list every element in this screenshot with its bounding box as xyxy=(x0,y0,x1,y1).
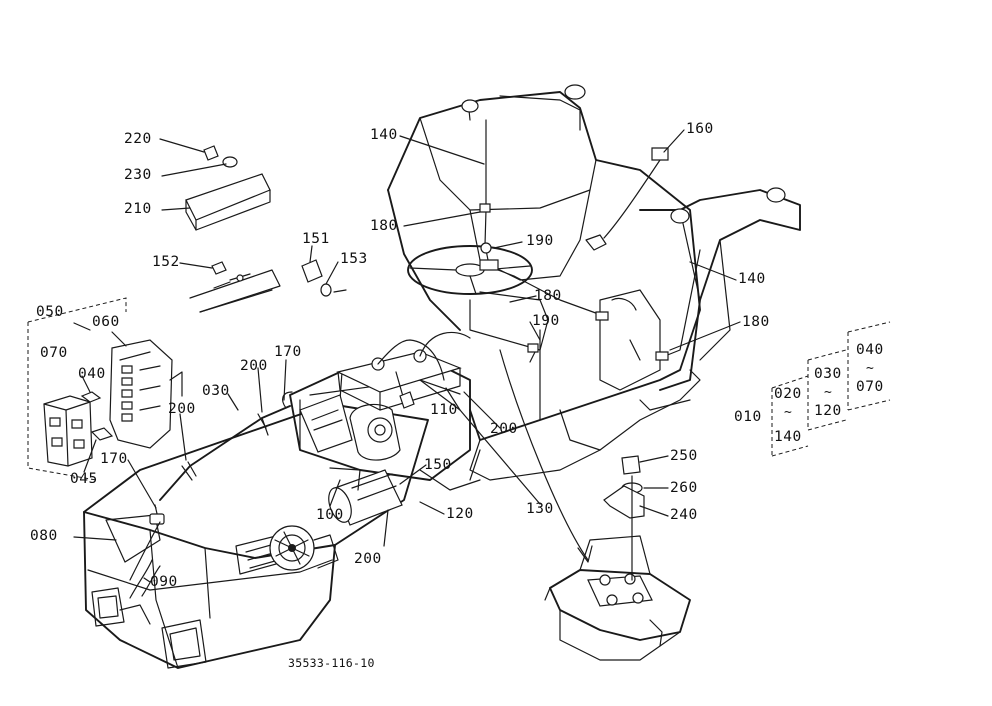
label-070-b: 070 xyxy=(856,379,884,395)
label-153: 153 xyxy=(340,251,368,267)
label-180-b: 180 xyxy=(534,288,562,304)
label-110: 110 xyxy=(430,402,458,418)
label-060: 060 xyxy=(92,314,120,330)
hood-assembly xyxy=(84,404,428,668)
label-260: 260 xyxy=(670,480,698,496)
label-240: 240 xyxy=(670,507,698,523)
label-170-b: 170 xyxy=(100,451,128,467)
label-170-a: 170 xyxy=(274,344,302,360)
harness-clips xyxy=(480,120,700,362)
label-020: 020 xyxy=(774,386,802,402)
label-030: 030 xyxy=(202,383,230,399)
battery xyxy=(338,332,470,410)
range-brackets xyxy=(772,322,890,456)
label-120-b: 120 xyxy=(814,403,842,419)
leader-lines xyxy=(74,130,740,582)
rear-axle xyxy=(545,536,690,660)
label-190-a: 190 xyxy=(526,233,554,249)
wiring-harness xyxy=(130,392,292,580)
label-200-a: 200 xyxy=(240,358,268,374)
label-210: 210 xyxy=(124,201,152,217)
label-140-b: 140 xyxy=(738,271,766,287)
connectors xyxy=(44,340,182,466)
label-120: 120 xyxy=(446,506,474,522)
label-030-b: 030 xyxy=(814,366,842,382)
label-180-a: 180 xyxy=(370,218,398,234)
label-140-a: 140 xyxy=(370,127,398,143)
label-200-d: 200 xyxy=(490,421,518,437)
label-045: 045 xyxy=(70,471,98,487)
label-050: 050 xyxy=(36,304,64,320)
label-100: 100 xyxy=(316,507,344,523)
label-180-c: 180 xyxy=(742,314,770,330)
label-040: 040 xyxy=(78,366,106,382)
label-152: 152 xyxy=(152,254,180,270)
label-220: 220 xyxy=(124,131,152,147)
range-separator-a: ~ xyxy=(784,405,792,420)
label-040-b: 040 xyxy=(856,342,884,358)
label-250: 250 xyxy=(670,448,698,464)
range-separator-c: ~ xyxy=(866,361,874,376)
label-151: 151 xyxy=(302,231,330,247)
engine-block xyxy=(270,360,470,570)
label-150: 150 xyxy=(424,457,452,473)
range-separator-b: ~ xyxy=(824,385,832,400)
operator-platform xyxy=(388,85,800,490)
drawing-number: 35533-116-10 xyxy=(288,656,375,670)
label-200-c: 200 xyxy=(354,551,382,567)
label-190-b: 190 xyxy=(532,313,560,329)
bracket-assembly xyxy=(190,260,346,312)
label-090: 090 xyxy=(150,574,178,590)
label-070: 070 xyxy=(40,345,68,361)
label-230: 230 xyxy=(124,167,152,183)
label-200-b: 200 xyxy=(168,401,196,417)
kit-boundary xyxy=(28,298,126,322)
cover-plate xyxy=(186,146,270,230)
label-010: 010 xyxy=(734,409,762,425)
label-080: 080 xyxy=(30,528,58,544)
label-130: 130 xyxy=(526,501,554,517)
mount-bracket xyxy=(604,456,644,580)
label-140-c: 140 xyxy=(774,429,802,445)
label-160: 160 xyxy=(686,121,714,137)
